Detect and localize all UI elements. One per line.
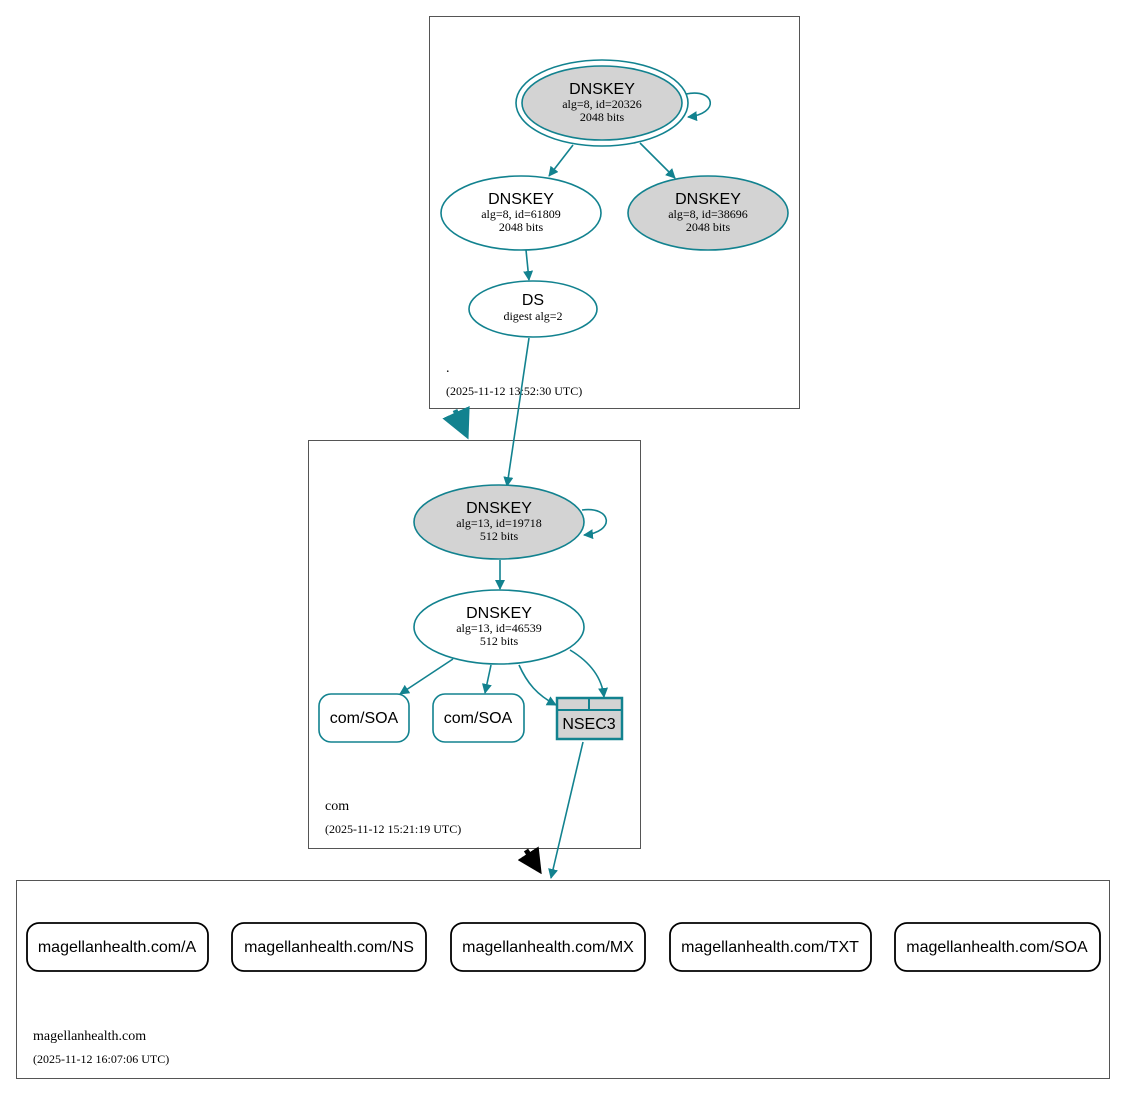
node-root-key3: DNSKEY alg=8, id=38696 2048 bits: [627, 175, 789, 251]
root-key3-line2: 2048 bits: [686, 220, 731, 234]
root-ds-line1: digest alg=2: [503, 309, 562, 323]
com-ksk-title: DNSKEY: [466, 500, 532, 517]
edges: [399, 92, 712, 879]
zone-com-name: com: [325, 799, 349, 814]
zone-root-box: [429, 16, 800, 409]
rr-mx-label: magellanhealth.com/MX: [462, 939, 634, 956]
zone-com-timestamp: (2025-11-12 15:21:19 UTC): [325, 822, 461, 836]
zone-root-timestamp: (2025-11-12 13:52:30 UTC): [446, 384, 582, 398]
com-soa-1-label: com/SOA: [330, 710, 399, 727]
rr-a-label: magellanhealth.com/A: [38, 939, 197, 956]
edge-root-ksk-self: [685, 92, 712, 122]
com-nsec3-label: NSEC3: [562, 716, 615, 733]
node-rr-a: magellanhealth.com/A: [26, 922, 209, 972]
edge-com-zsk-to-soa1: [399, 658, 454, 695]
node-com-soa-1: com/SOA: [318, 693, 410, 743]
zone-magellan-box: [16, 880, 1110, 1079]
root-zsk-line1: alg=8, id=61809: [481, 207, 561, 221]
zone-magellan-name: magellanhealth.com: [33, 1029, 146, 1044]
node-rr-ns: magellanhealth.com/NS: [231, 922, 427, 972]
zone-com-box: [308, 440, 641, 849]
zone-magellan-timestamp: (2025-11-12 16:07:06 UTC): [33, 1052, 169, 1066]
root-zsk-title: DNSKEY: [488, 191, 554, 208]
edge-root-ksk-to-zsk: [548, 144, 574, 177]
node-com-soa-2: com/SOA: [432, 693, 525, 743]
delegation-com-to-magellan: [517, 846, 542, 875]
com-zsk-line2: 512 bits: [480, 634, 519, 648]
com-ksk-line1: alg=13, id=19718: [456, 516, 542, 530]
edge-root-ksk-to-key3: [639, 142, 676, 179]
rr-txt-label: magellanhealth.com/TXT: [681, 939, 859, 956]
edge-root-zsk-to-ds: [523, 249, 534, 281]
node-root-ds: DS digest alg=2: [468, 280, 598, 338]
root-ds-title: DS: [522, 292, 544, 309]
delegation-root-to-com: [442, 405, 470, 440]
root-zsk-line2: 2048 bits: [499, 220, 544, 234]
root-ksk-title: DNSKEY: [569, 81, 635, 98]
com-zsk-title: DNSKEY: [466, 605, 532, 622]
edge-com-zsk-to-soa2: [481, 664, 492, 694]
root-ksk-line1: alg=8, id=20326: [562, 97, 642, 111]
rr-ns-label: magellanhealth.com/NS: [244, 939, 414, 956]
node-root-ksk: DNSKEY alg=8, id=20326 2048 bits: [515, 59, 689, 147]
rr-soa-label: magellanhealth.com/SOA: [906, 939, 1088, 956]
zone-root-name: .: [446, 361, 450, 376]
com-ksk-line2: 512 bits: [480, 529, 519, 543]
node-com-ksk: DNSKEY alg=13, id=19718 512 bits: [413, 484, 585, 560]
com-zsk-line1: alg=13, id=46539: [456, 621, 542, 635]
node-com-zsk: DNSKEY alg=13, id=46539 512 bits: [413, 589, 585, 665]
root-ksk-line2: 2048 bits: [580, 110, 625, 124]
node-rr-mx: magellanhealth.com/MX: [450, 922, 646, 972]
edge-com-ksk-self: [581, 508, 608, 540]
edge-com-zsk-to-nsec3-a: [518, 664, 557, 706]
edge-root-ds-to-com-ksk: [503, 337, 530, 487]
edge-com-zsk-to-nsec3-b: [569, 649, 609, 698]
node-rr-txt: magellanhealth.com/TXT: [669, 922, 872, 972]
com-soa-2-label: com/SOA: [444, 710, 513, 727]
edge-nsec3-to-magellan: [548, 741, 584, 879]
root-key3-title: DNSKEY: [675, 191, 741, 208]
node-rr-soa: magellanhealth.com/SOA: [894, 922, 1101, 972]
root-key3-line1: alg=8, id=38696: [668, 207, 748, 221]
node-root-zsk: DNSKEY alg=8, id=61809 2048 bits: [440, 175, 602, 251]
node-com-nsec3: NSEC3: [555, 696, 624, 741]
